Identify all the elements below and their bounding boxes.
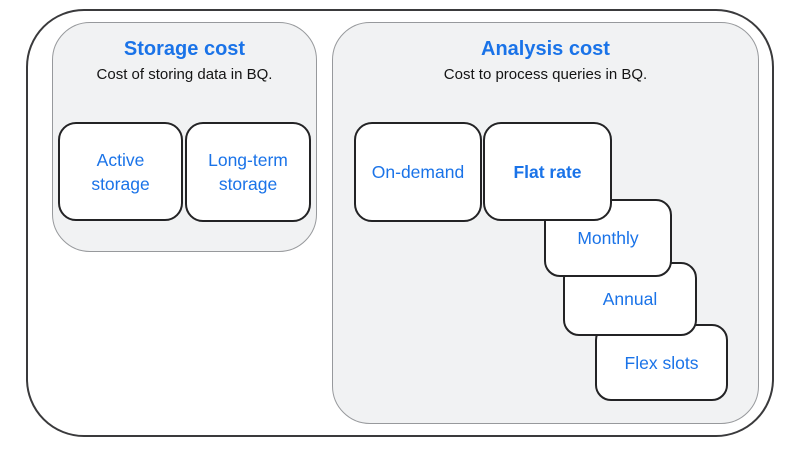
analysis-cost-panel: Analysis cost Cost to process queries in…: [332, 22, 759, 424]
storage-cost-title: Storage cost: [123, 38, 246, 60]
node-flex-slots-label: Flex slots: [624, 352, 699, 373]
storage-cost-subtitle: Cost of storing data in BQ.: [96, 66, 273, 83]
node-long-term-storage: Long-term storage: [185, 122, 311, 222]
storage-cost-panel: Storage cost Cost of storing data in BQ.…: [52, 22, 317, 252]
node-long-term-storage-label: Long-term storage: [208, 150, 288, 194]
node-flat-rate: Flat rate: [483, 122, 612, 221]
node-on-demand-label: On-demand: [371, 162, 465, 182]
diagram-outer-container: Storage cost Cost of storing data in BQ.…: [26, 9, 774, 437]
node-flex-slots: Flex slots: [595, 324, 728, 401]
node-active-storage-label: Active storage: [91, 149, 150, 194]
node-on-demand: On-demand: [354, 122, 482, 222]
node-active-storage: Active storage: [58, 122, 183, 221]
node-monthly-label: Monthly: [577, 228, 639, 248]
node-flat-rate-label: Flat rate: [513, 161, 582, 182]
analysis-cost-title: Analysis cost: [481, 38, 610, 60]
node-annual-label: Annual: [602, 289, 658, 309]
analysis-cost-subtitle: Cost to process queries in BQ.: [443, 66, 648, 83]
